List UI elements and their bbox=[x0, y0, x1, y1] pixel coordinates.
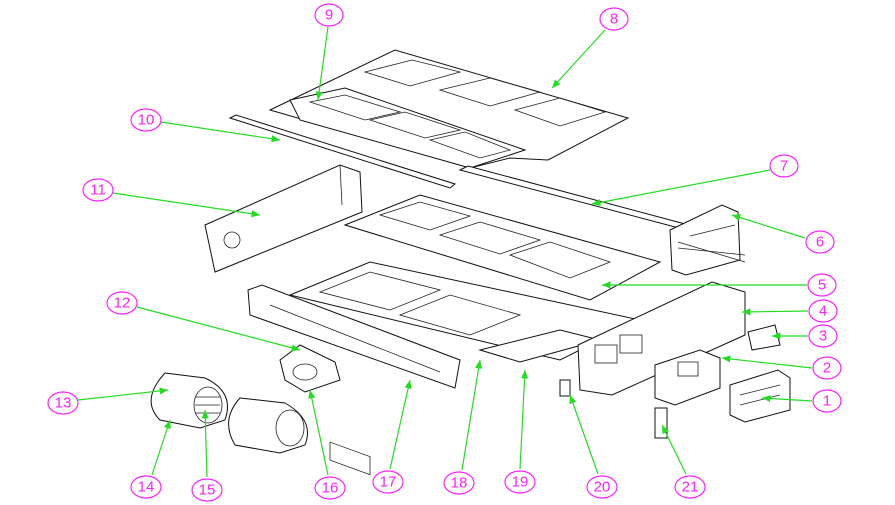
callout-7: 7 bbox=[769, 154, 799, 178]
part-cover-plate bbox=[747, 324, 781, 351]
svg-text:13: 13 bbox=[55, 395, 72, 412]
svg-text:1: 1 bbox=[823, 393, 831, 410]
part-bracket bbox=[559, 379, 571, 397]
callout-14: 14 bbox=[130, 475, 162, 499]
svg-text:20: 20 bbox=[594, 479, 611, 496]
part-strip bbox=[228, 114, 457, 189]
part-front-panel bbox=[247, 284, 461, 476]
svg-text:19: 19 bbox=[512, 474, 529, 491]
part-inner-panel bbox=[289, 87, 527, 169]
svg-text:6: 6 bbox=[816, 234, 824, 251]
callout-18: 18 bbox=[443, 471, 475, 495]
callout-10: 10 bbox=[130, 108, 162, 132]
part-terminal-block bbox=[654, 407, 668, 439]
callout-16: 16 bbox=[314, 476, 346, 500]
part-evaporator bbox=[343, 194, 662, 301]
callout-21: 21 bbox=[674, 475, 706, 499]
svg-text:10: 10 bbox=[138, 112, 155, 129]
leader-lines bbox=[77, 26, 813, 478]
callout-2: 2 bbox=[812, 356, 842, 380]
svg-text:4: 4 bbox=[819, 303, 827, 320]
callout-11: 11 bbox=[82, 178, 114, 202]
callout-4: 4 bbox=[808, 299, 838, 323]
callout-3: 3 bbox=[808, 324, 838, 348]
callout-17: 17 bbox=[372, 470, 404, 494]
callout-1: 1 bbox=[812, 389, 842, 413]
svg-text:15: 15 bbox=[199, 482, 216, 499]
part-coil-connector bbox=[669, 204, 746, 276]
part-blower-left bbox=[150, 372, 228, 429]
callout-19: 19 bbox=[504, 470, 536, 494]
callout-8: 8 bbox=[599, 7, 629, 31]
svg-text:2: 2 bbox=[823, 360, 831, 377]
part-control-box-panel bbox=[577, 281, 746, 396]
svg-text:16: 16 bbox=[322, 480, 339, 497]
part-blower-right bbox=[228, 397, 308, 454]
callout-13: 13 bbox=[47, 391, 79, 415]
callout-9: 9 bbox=[314, 3, 344, 27]
callout-15: 15 bbox=[191, 478, 223, 502]
svg-text:8: 8 bbox=[610, 11, 618, 28]
callout-5: 5 bbox=[807, 273, 837, 297]
part-motor bbox=[279, 344, 341, 393]
callout-6: 6 bbox=[805, 230, 835, 254]
svg-text:18: 18 bbox=[451, 475, 468, 492]
part-electrical-box bbox=[654, 349, 721, 406]
svg-text:14: 14 bbox=[138, 479, 155, 496]
callout-20: 20 bbox=[586, 475, 618, 499]
part-side-panel bbox=[204, 164, 363, 273]
svg-text:9: 9 bbox=[325, 7, 333, 24]
part-terminal-cover bbox=[729, 369, 791, 423]
svg-text:5: 5 bbox=[818, 277, 826, 294]
callout-12: 12 bbox=[106, 291, 138, 315]
svg-text:21: 21 bbox=[682, 479, 699, 496]
svg-text:7: 7 bbox=[780, 158, 788, 175]
svg-text:17: 17 bbox=[380, 474, 397, 491]
svg-text:12: 12 bbox=[114, 295, 131, 312]
svg-text:11: 11 bbox=[90, 182, 106, 199]
svg-text:3: 3 bbox=[819, 328, 827, 345]
